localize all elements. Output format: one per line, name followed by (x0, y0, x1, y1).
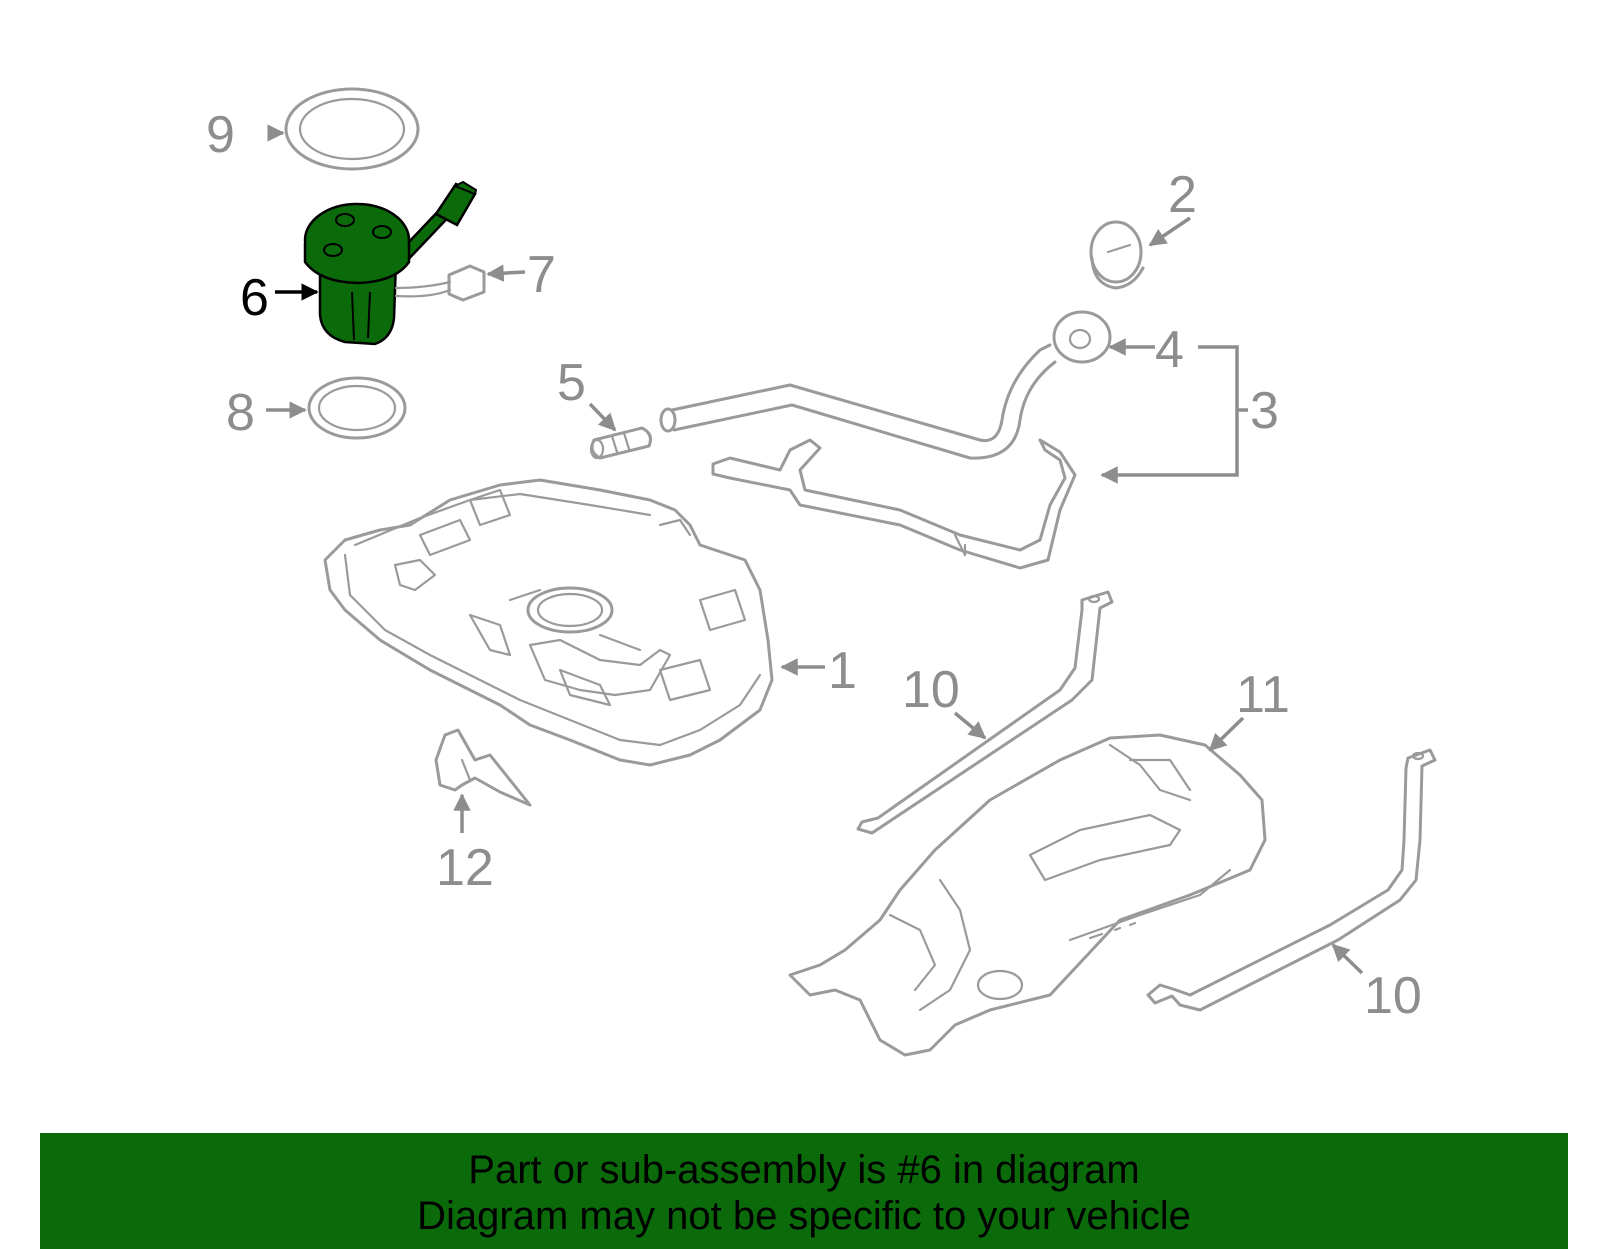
part-8-gasket (307, 376, 407, 440)
part-12-bracket (434, 728, 532, 807)
callout-10-left: 10 (902, 661, 960, 719)
part-1-fuel-tank (323, 478, 774, 767)
callout-10-right: 10 (1364, 967, 1422, 1025)
banner-line-2: Diagram may not be specific to your vehi… (417, 1194, 1191, 1238)
callout-2: 2 (1168, 166, 1197, 224)
callout-12: 12 (436, 839, 494, 897)
callout-3: 3 (1250, 382, 1279, 440)
banner-line-1: Part or sub-assembly is #6 in diagram (468, 1148, 1140, 1192)
callout-9: 9 (206, 106, 235, 164)
part-9-seal (284, 87, 420, 171)
callout-5: 5 (557, 354, 586, 412)
part-6-fuel-pump[interactable] (303, 180, 478, 346)
part-5-hose (589, 426, 652, 460)
part-11-heat-shield (788, 733, 1267, 1057)
callout-7: 7 (527, 246, 556, 304)
part-2-fuel-cap (1089, 220, 1145, 290)
part-7-connector (394, 264, 486, 302)
part-3-filler-pipe (659, 310, 1112, 570)
callout-4: 4 (1155, 321, 1184, 379)
part-10-strap-right (1146, 748, 1437, 1012)
callout-1: 1 (828, 642, 857, 700)
callout-6: 6 (240, 269, 269, 327)
part-10-strap-left (856, 590, 1114, 835)
info-banner: Part or sub-assembly is #6 in diagram Di… (40, 1133, 1568, 1249)
callout-8: 8 (226, 384, 255, 442)
callout-11: 11 (1236, 666, 1290, 724)
